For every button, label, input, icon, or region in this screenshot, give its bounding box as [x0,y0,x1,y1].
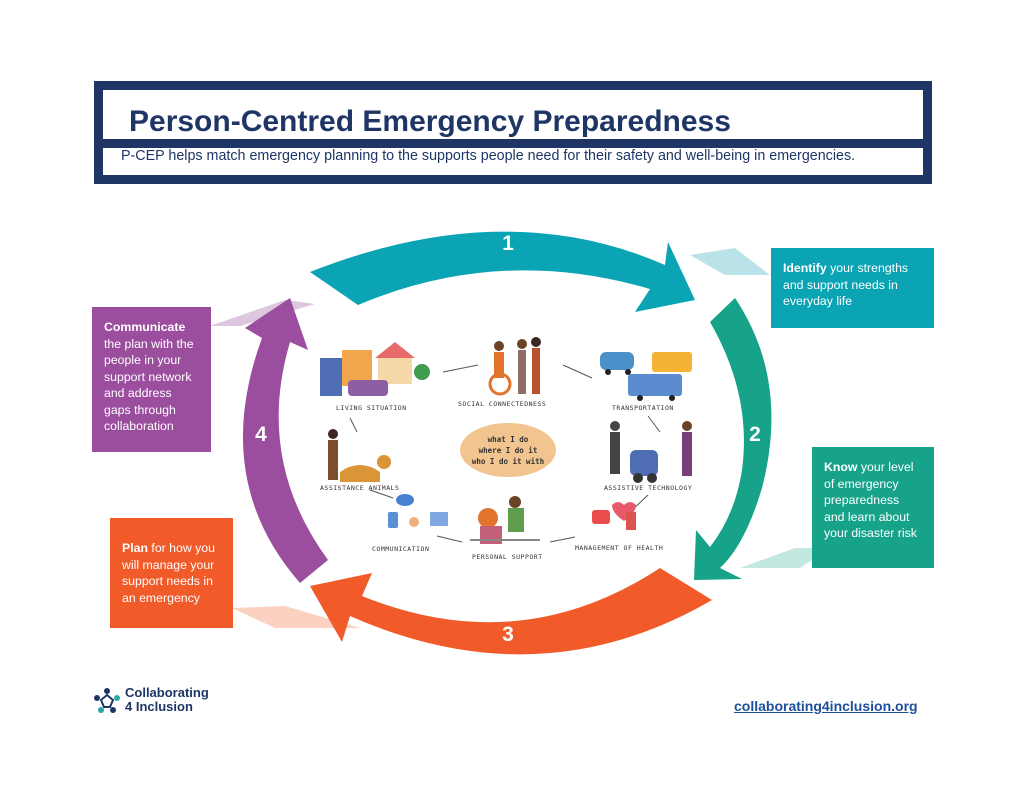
title-box: Person-Centred Emergency Preparedness P-… [94,81,932,184]
label-assistive-technology: ASSISTIVE TECHNOLOGY [604,484,692,492]
center-line-2: where I do it [479,446,538,455]
living-situation-illustration [320,342,430,396]
callout-step-2: Know your level of emergency preparednes… [812,447,934,568]
title-divider [94,139,932,148]
label-social-connectedness: SOCIAL CONNECTEDNESS [458,400,546,408]
step-number-3: 3 [502,623,514,646]
communication-illustration [388,494,448,528]
callout-step-2-keyword: Know [824,460,858,474]
arc-step-1 [310,231,695,312]
callout-step-4-keyword: Communicate [104,320,186,334]
label-assistance-animals: ASSISTANCE ANIMALS [320,484,399,492]
personal-support-illustration [470,496,540,544]
assistive-technology-illustration [610,421,692,483]
center-line-3: who I do it with [472,457,544,466]
illustration-connectors [349,364,661,543]
callout-step-3-keyword: Plan [122,541,148,555]
social-connectedness-illustration [488,337,541,396]
label-management-of-health: MANAGEMENT OF HEALTH [575,544,663,552]
step-number-2: 2 [749,423,761,446]
connector-step-1 [690,248,770,275]
label-living-situation: LIVING SITUATION [336,404,407,412]
page-title: Person-Centred Emergency Preparedness [125,105,735,139]
callout-step-1: Identify your strengths and support need… [771,248,934,328]
callout-step-1-keyword: Identify [783,261,827,275]
transportation-illustration [600,352,692,401]
center-oval [460,423,556,477]
management-of-health-illustration [592,502,636,530]
logo-line-1: Collaborating [125,685,209,700]
callout-step-4-text: the plan with the people in your support… [104,336,194,434]
arc-step-3 [310,568,712,655]
callout-step-1-text: your strengths and support needs in ever… [783,261,909,308]
center-line-1: what I do [488,435,529,444]
website-link[interactable]: collaborating4inclusion.org [734,698,918,714]
connector-step-2 [740,548,830,568]
callout-step-3: Plan for how you will manage your suppor… [110,518,233,628]
connector-step-3 [232,606,360,628]
label-transportation: TRANSPORTATION [612,404,674,412]
step-number-1: 1 [502,232,514,255]
page-subtitle: P-CEP helps match emergency planning to … [121,148,856,164]
arc-step-2 [694,298,772,580]
callout-step-2-text: your level of emergency preparedness and… [824,460,917,540]
label-communication: COMMUNICATION [372,545,429,553]
label-personal-support: PERSONAL SUPPORT [472,553,543,561]
logo-line-2: 4 Inclusion [125,699,193,714]
callout-step-4: Communicate the plan with the people in … [92,307,211,452]
callout-step-3-text: for how you will manage your support nee… [122,541,215,605]
step-number-4: 4 [255,423,267,446]
assistance-animals-illustration [328,429,391,482]
arc-step-4 [242,298,328,583]
logo-people-icon [94,688,120,713]
